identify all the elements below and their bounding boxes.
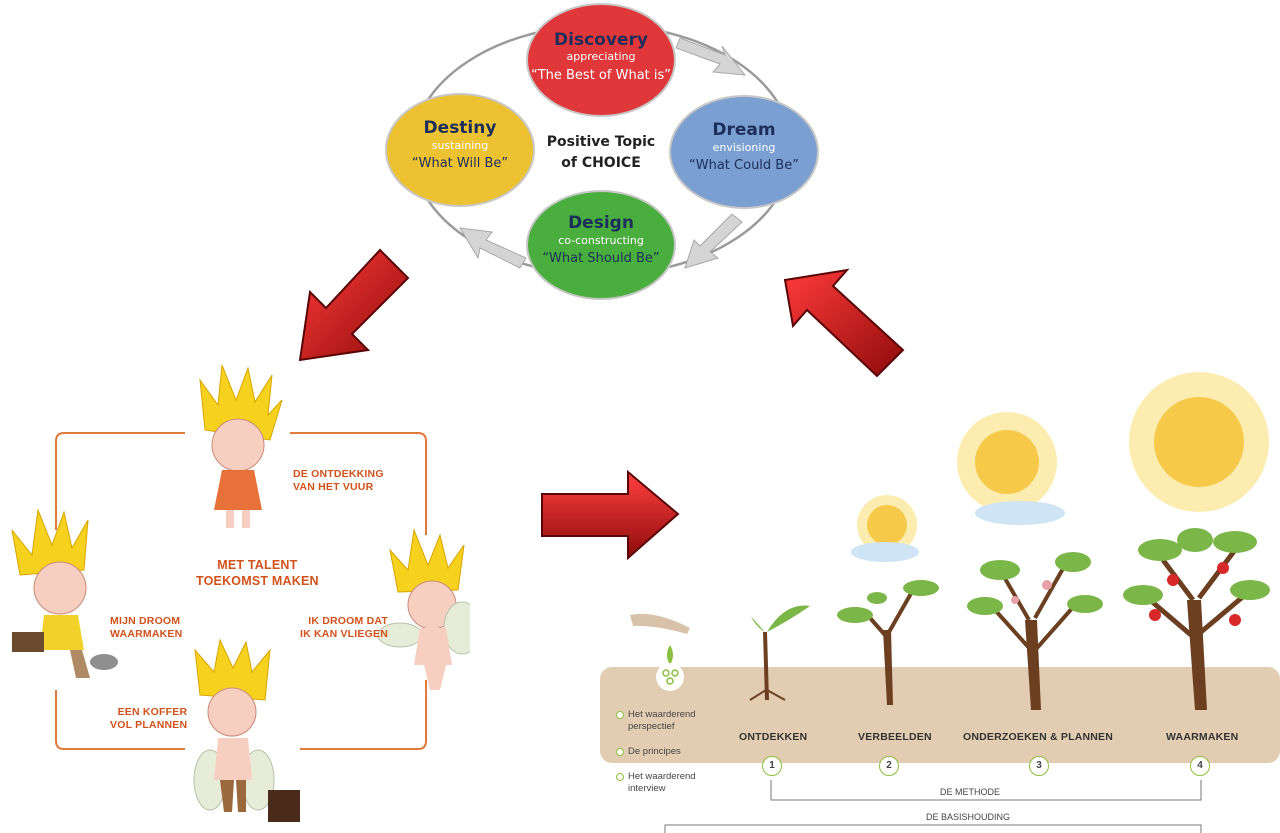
tree-icon <box>749 605 810 701</box>
arrow-up-left-icon <box>783 268 905 378</box>
method-label: DE METHODE <box>940 787 1001 797</box>
side-item-perspective-line1: Het waarderend <box>628 709 696 720</box>
tree-icon <box>837 580 939 705</box>
talent-left-label-line1: MIJN DROOM <box>110 615 181 627</box>
stage-number-3: 3 <box>1029 756 1049 776</box>
fire-boy-icon <box>193 638 300 822</box>
talent-top-label: DE ONTDEKKING VAN HET VUUR <box>293 468 384 494</box>
arrow-down-left-icon <box>298 248 410 362</box>
sun-icon <box>1129 372 1269 512</box>
4d-cycle-diagram: Discovery appreciating “The Best of What… <box>385 3 819 300</box>
cycle-center-line2: of CHOICE <box>561 155 641 171</box>
destiny-subtitle: sustaining <box>432 139 489 152</box>
talent-left-label-line2: WAARMAKEN <box>110 628 183 640</box>
side-item-perspective-line2: perspectief <box>628 721 675 732</box>
stage-number-4: 4 <box>1190 756 1210 776</box>
dream-title: Dream <box>712 120 775 140</box>
talent-top-label-line1: DE ONTDEKKING <box>293 468 384 480</box>
cycle-center-line1: Positive Topic <box>547 134 655 150</box>
dream-quote: “What Could Be” <box>689 158 799 173</box>
talent-center-line1: MET TALENT <box>217 558 298 572</box>
stage-label-2: VERBEELDEN <box>858 731 932 743</box>
discovery-node: Discovery appreciating “The Best of What… <box>526 3 676 117</box>
destiny-quote: “What Will Be” <box>412 156 508 171</box>
dream-node: Dream envisioning “What Could Be” <box>669 95 819 209</box>
design-subtitle: co-constructing <box>558 234 644 247</box>
method-illustration <box>600 372 1280 833</box>
talent-diagram <box>11 364 470 822</box>
talent-left-label: MIJN DROOM WAARMAKEN <box>110 615 182 641</box>
side-item-principles: De principes <box>616 746 681 758</box>
arrow-right-icon <box>541 469 680 561</box>
design-quote: “What Should Be” <box>542 251 659 266</box>
side-item-perspective: Het waarderend perspectief <box>616 709 696 733</box>
side-item-interview: Het waarderend interview <box>616 771 696 795</box>
tree-icon <box>967 552 1103 710</box>
talent-right-label: IK DROOM DAT IK KAN VLIEGEN <box>300 615 388 641</box>
bullet-icon <box>616 748 624 756</box>
stage-label-1: ONTDEKKEN <box>739 731 808 743</box>
seed-icon <box>656 645 684 691</box>
base-label: DE BASISHOUDING <box>926 812 1011 822</box>
discovery-quote: “The Best of What is” <box>531 68 671 83</box>
talent-bottom-label-line2: VOL PLANNEN <box>110 719 188 731</box>
talent-bottom-label: EEN KOFFER VOL PLANNEN <box>110 706 187 732</box>
side-item-interview-line1: Het waarderend <box>628 771 696 782</box>
fire-boy-icon <box>11 508 118 678</box>
talent-right-label-line2: IK KAN VLIEGEN <box>300 628 388 640</box>
tree-icon <box>1123 528 1270 710</box>
stage-label-3: ONDERZOEKEN & PLANNEN <box>963 731 1114 743</box>
talent-center-title: MET TALENT TOEKOMST MAKEN <box>196 557 319 589</box>
cycle-arrow-3 <box>459 227 527 269</box>
stage-number-1: 1 <box>762 756 782 776</box>
sun-icon <box>957 412 1065 525</box>
destiny-title: Destiny <box>424 118 497 138</box>
bullet-icon <box>616 711 624 719</box>
discovery-subtitle: appreciating <box>567 50 636 63</box>
hand-icon <box>630 613 690 634</box>
talent-top-label-line2: VAN HET VUUR <box>293 481 374 493</box>
stage-label-4: WAARMAKEN <box>1166 731 1239 743</box>
side-item-interview-line2: interview <box>628 783 666 794</box>
talent-center-line2: TOEKOMST MAKEN <box>196 574 319 588</box>
fire-boy-icon <box>377 528 470 690</box>
sun-icon <box>851 495 919 562</box>
soil-band <box>600 667 1280 763</box>
cycle-arrow-1 <box>675 37 747 76</box>
method-bracket <box>770 780 1202 801</box>
stage-number-2: 2 <box>879 756 899 776</box>
cycle-arrow-2 <box>684 213 743 269</box>
discovery-title: Discovery <box>554 30 648 50</box>
base-bracket <box>664 824 1202 833</box>
design-node: Design co-constructing “What Should Be” <box>526 190 676 300</box>
dream-subtitle: envisioning <box>713 141 776 154</box>
side-item-principles-line1: De principes <box>628 746 681 757</box>
talent-bottom-label-line1: EEN KOFFER <box>117 706 188 718</box>
talent-right-label-line1: IK DROOM DAT <box>308 615 388 627</box>
destiny-node: Destiny sustaining “What Will Be” <box>385 93 535 207</box>
design-title: Design <box>568 213 634 233</box>
fire-boy-icon <box>199 364 283 528</box>
bullet-icon <box>616 773 624 781</box>
